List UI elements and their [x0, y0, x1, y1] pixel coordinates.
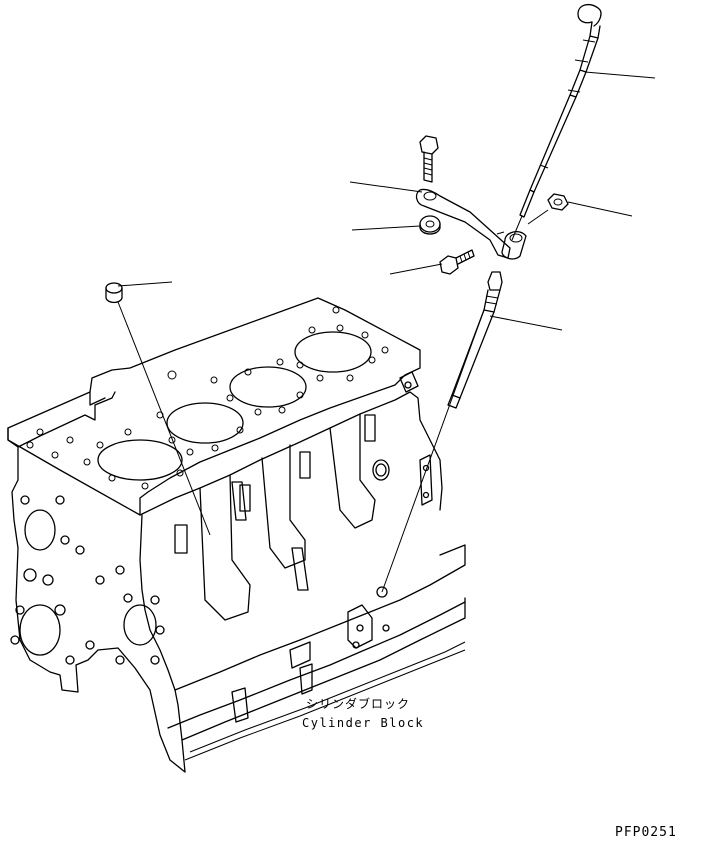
- nut-icon: [547, 193, 569, 211]
- leader-lines: [117, 71, 656, 593]
- part-name-japanese: シリンダブロック: [306, 697, 411, 711]
- washer-icon: [419, 215, 441, 235]
- guide-tube-icon: [447, 271, 503, 409]
- blind-plug-icon: [105, 282, 123, 304]
- tube-clamp-bracket-icon: [415, 188, 527, 260]
- mounting-bolt-icon: [439, 249, 475, 275]
- part-name-english: Cylinder Block: [302, 716, 425, 730]
- figure-code: PFP0251: [615, 825, 677, 840]
- oil-level-gauge-icon: [519, 3, 602, 218]
- bracket-bolt-icon: [419, 135, 439, 183]
- cylinder-block-icon: [7, 297, 466, 773]
